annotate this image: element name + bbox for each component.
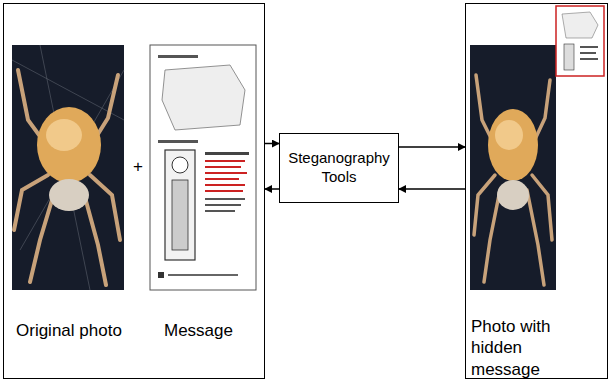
output-panel: Photo with hidden message xyxy=(465,3,608,379)
input-panel: + Original photo Message xyxy=(3,3,265,379)
process-box: Steganography Tools xyxy=(279,133,399,203)
message-document xyxy=(150,45,256,290)
caption: Original photo xyxy=(16,320,122,341)
plus-sign: + xyxy=(133,156,143,177)
stego-photo xyxy=(470,6,604,290)
process-label: Steganography Tools xyxy=(286,149,392,187)
arrow-connector xyxy=(265,143,279,145)
caption: Photo with hidden message xyxy=(471,316,583,379)
spider-photo xyxy=(12,45,124,290)
arrow-connector xyxy=(265,188,279,190)
arrow-connector xyxy=(399,188,465,190)
arrow-connector xyxy=(399,146,465,148)
caption: Message xyxy=(164,320,233,341)
